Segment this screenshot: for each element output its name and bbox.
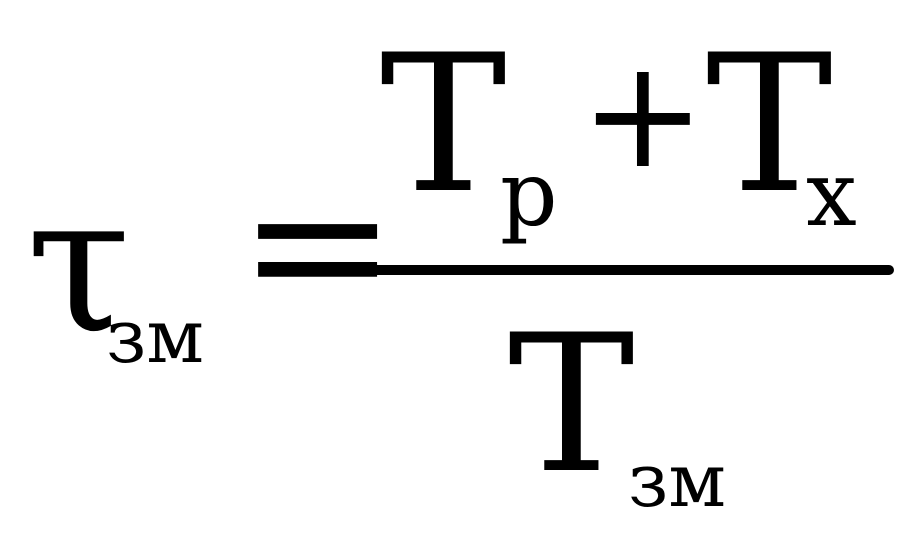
denominator-subscript: зм (628, 438, 726, 524)
equals-sign: = (238, 134, 398, 355)
numerator-term1-symbol: T (380, 14, 507, 235)
plus-sign: + (580, 28, 706, 202)
numerator-term2-symbol: T (706, 14, 833, 235)
numerator-term1-subscript: p (500, 142, 558, 247)
fraction-bar (368, 265, 894, 275)
lhs-subscript: зм (106, 294, 204, 380)
tau-symbol: τ (26, 154, 132, 375)
denominator-symbol: T (508, 294, 635, 515)
numerator-term2-subscript: x (806, 142, 857, 247)
